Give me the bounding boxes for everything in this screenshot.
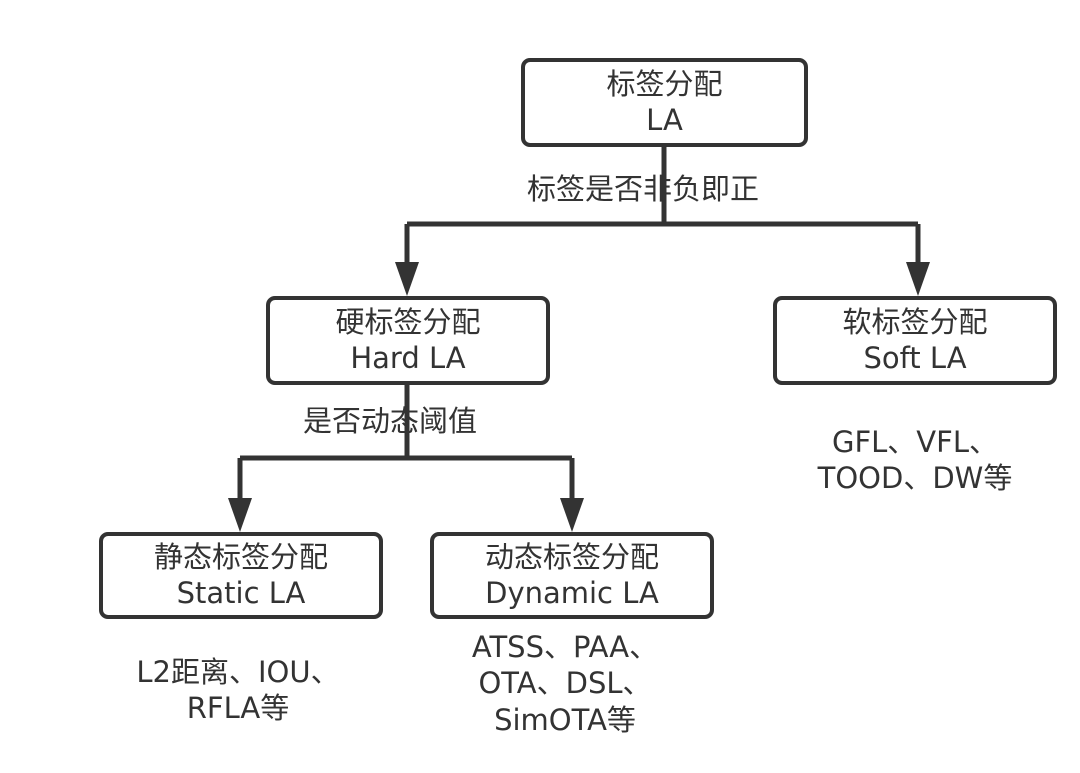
node-dynamic-la-en: Dynamic LA bbox=[485, 575, 659, 610]
node-dynamic-la: 动态标签分配 Dynamic LA bbox=[430, 532, 714, 619]
soft-examples-line1: GFL、VFL、 bbox=[832, 425, 998, 459]
node-label-assignment-en: LA bbox=[646, 102, 683, 137]
dynamic-examples-line2: OTA、DSL、 bbox=[478, 666, 652, 701]
soft-examples-note: GFL、VFL、 TOOD、DW等 bbox=[790, 424, 1040, 497]
node-label-assignment: 标签分配 LA bbox=[521, 58, 808, 147]
node-static-la: 静态标签分配 Static LA bbox=[99, 532, 383, 619]
node-static-la-cn: 静态标签分配 bbox=[153, 540, 328, 575]
dynamic-examples-line3: SimOTA等 bbox=[494, 702, 636, 737]
dynamic-examples-note: ATSS、PAA、 OTA、DSL、 SimOTA等 bbox=[445, 629, 685, 738]
arrowhead-to-hard bbox=[395, 262, 419, 296]
node-dynamic-la-cn: 动态标签分配 bbox=[484, 540, 659, 575]
arrowhead-to-static bbox=[228, 498, 252, 532]
node-hard-la-en: Hard LA bbox=[350, 340, 466, 375]
static-examples-note: L2距离、IOU、 RFLA等 bbox=[108, 654, 368, 727]
node-label-assignment-cn: 标签分配 bbox=[606, 67, 723, 102]
hard-edge-label: 是否动态阈值 bbox=[303, 404, 478, 438]
root-edge-label: 标签是否非负即正 bbox=[527, 172, 760, 206]
node-static-la-en: Static LA bbox=[176, 575, 306, 610]
node-soft-la: 软标签分配 Soft LA bbox=[773, 296, 1057, 385]
node-soft-la-cn: 软标签分配 bbox=[842, 305, 988, 340]
node-hard-la-cn: 硬标签分配 bbox=[335, 305, 481, 340]
node-soft-la-en: Soft LA bbox=[863, 340, 967, 375]
soft-examples-line2: TOOD、DW等 bbox=[817, 461, 1013, 496]
static-examples-line2: RFLA等 bbox=[186, 691, 290, 726]
static-examples-line1: L2距离、IOU、 bbox=[136, 655, 340, 689]
node-hard-la: 硬标签分配 Hard LA bbox=[266, 296, 550, 385]
dynamic-examples-line1: ATSS、PAA、 bbox=[471, 630, 659, 664]
arrowhead-to-dynamic bbox=[560, 498, 584, 532]
arrowhead-to-soft bbox=[906, 262, 930, 296]
